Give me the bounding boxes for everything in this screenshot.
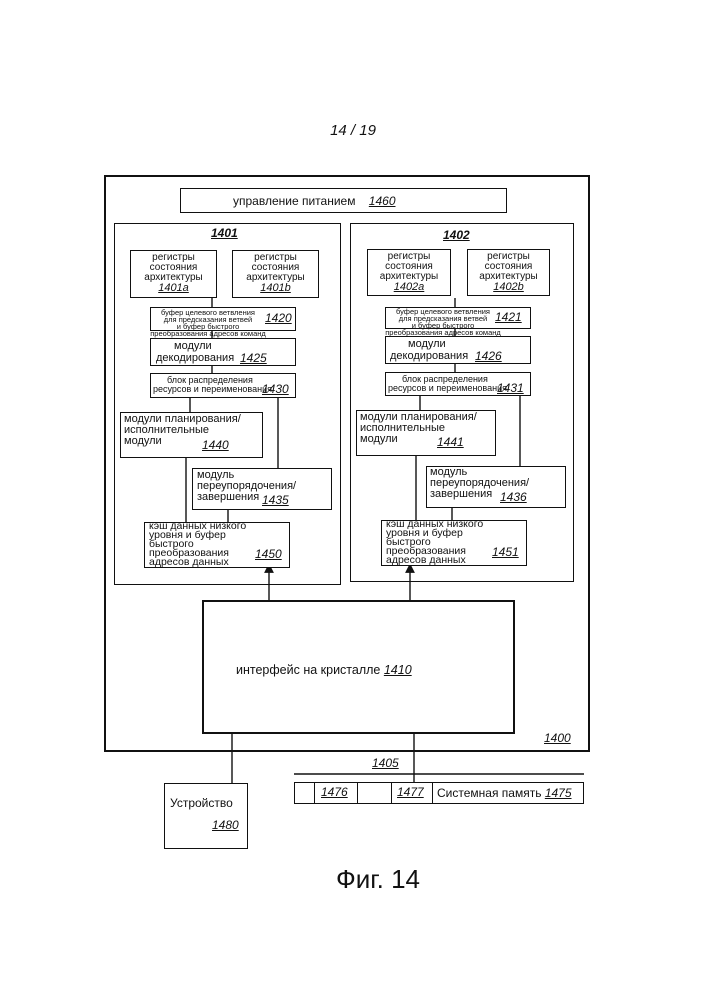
memory-cell-divider-4 — [432, 782, 433, 804]
arch-regs-1401b-text: регистры состояния архитектуры 1401b — [232, 253, 319, 293]
decode-1401-text: модули декодирования — [156, 340, 234, 364]
reorder-1401-ref: 1435 — [262, 495, 289, 506]
arch-regs-1402a-text: регистры состояния архитектуры 1402a — [367, 252, 451, 292]
reorder-1402-ref: 1436 — [500, 492, 527, 503]
decode-1402-text: модули декодирования — [390, 338, 468, 362]
cache-1450-text: кэш данных низкого уровня и буфер быстро… — [149, 522, 246, 567]
memory-cell-divider-3 — [391, 782, 392, 804]
device-label: Устройство — [170, 798, 233, 809]
figure-caption: Фиг. 14 — [303, 866, 453, 892]
btb-1401-ref: 1420 — [265, 313, 292, 324]
btb-1401-text: буфер целевого ветвления для предсказани… — [150, 309, 266, 337]
rename-1401-ref: 1430 — [262, 384, 289, 395]
btb-1402-ref: 1421 — [495, 312, 522, 323]
core-1401-ref: 1401 — [211, 228, 238, 239]
cache-1450-ref: 1450 — [255, 549, 282, 560]
decode-1402-ref: 1426 — [475, 351, 502, 362]
cache-1451-text: кэш данных низкого уровня и буфер быстро… — [386, 520, 483, 565]
system-memory-label: Системная память 1475 — [437, 788, 572, 799]
memory-cell-divider-2 — [357, 782, 358, 804]
memory-cell-1476: 1476 — [321, 787, 348, 798]
rename-1402-ref: 1431 — [497, 383, 524, 394]
arch-regs-1401a-text: регистры состояния архитектуры 1401a — [130, 253, 217, 293]
device-box — [164, 783, 248, 849]
sched-1402-ref: 1441 — [437, 437, 464, 448]
core-1402-ref: 1402 — [443, 230, 470, 241]
rename-1402-text: блок распределения ресурсов и переименов… — [388, 375, 507, 393]
on-chip-interface-label: интерфейс на кристалле 1410 — [236, 664, 412, 677]
rename-1401-text: блок распределения ресурсов и переименов… — [153, 376, 272, 394]
memory-cell-1477: 1477 — [397, 787, 424, 798]
cache-1451-ref: 1451 — [492, 547, 519, 558]
power-management-label: управление питанием 1460 — [233, 195, 396, 207]
btb-1402-text: буфер целевого ветвления для предсказани… — [385, 308, 501, 336]
bus-ref: 1405 — [372, 758, 399, 769]
decode-1401-ref: 1425 — [240, 353, 267, 364]
memory-cell-divider-1 — [314, 782, 315, 804]
device-ref: 1480 — [212, 820, 239, 831]
arch-regs-1402b-text: регистры состояния архитектуры 1402b — [467, 252, 550, 292]
sched-1401-ref: 1440 — [202, 440, 229, 451]
processor-ref: 1400 — [544, 733, 571, 744]
